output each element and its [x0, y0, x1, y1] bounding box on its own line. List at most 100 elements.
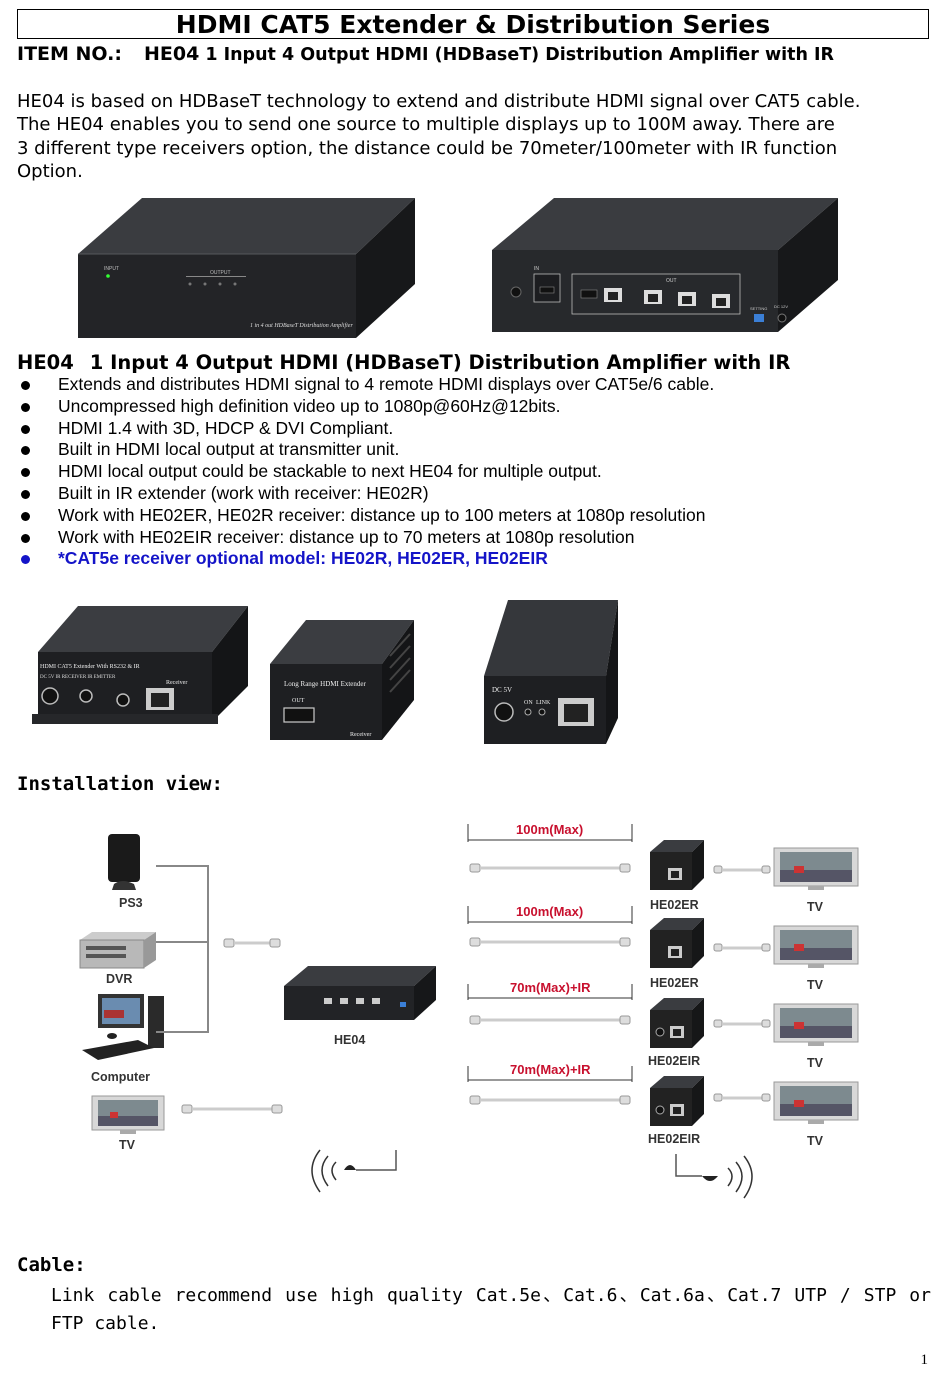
he04-hub-icon: [284, 966, 436, 1020]
distance-label-3: 70m(Max)+IR: [510, 980, 591, 995]
receiver-2-text: Long Range HDMI Extender: [284, 680, 367, 688]
distance-row-1-graphic: [467, 824, 633, 873]
bullet-icon: [21, 555, 30, 565]
receiver-image-1: HDMI CAT5 Extender With RS232 & IR DC 5V…: [32, 606, 248, 724]
out-label: OUT: [666, 278, 677, 284]
receiver-he02eir-icon: [650, 998, 704, 1048]
list-item: Built in IR extender (work with receiver…: [17, 483, 714, 505]
source-tv-icon: [91, 1095, 165, 1134]
distance-label-1: 100m(Max): [516, 822, 584, 837]
source-label-tv: TV: [119, 1138, 135, 1152]
cable-text: Link cable recommend use high quality Ca…: [51, 1285, 931, 1334]
receiver-1-ports: DC 5V IR RECEIVER IR EMITTER: [40, 675, 116, 680]
receiver-3-link: LINK: [536, 700, 551, 706]
receiver-label-4: HE02EIR: [648, 1132, 701, 1146]
item-code: HE04: [143, 43, 200, 65]
tv-link-cables: [713, 865, 771, 1102]
receiver-label-1: HE02ER: [650, 898, 699, 912]
front-caption: 1 in 4 out HDBaseT Distribution Amplifie…: [250, 322, 353, 329]
in-label: IN: [534, 266, 539, 272]
display-tv-icon: [773, 925, 859, 968]
distance-row-1: 100m(Max): [466, 822, 634, 882]
intro-line: Option.: [17, 161, 83, 183]
receiver-image-2: Long Range HDMI Extender OUT Receiver: [270, 620, 414, 740]
display-label-3: TV: [807, 1056, 823, 1070]
source-label-dvr: DVR: [106, 972, 133, 986]
receiver-label-3: HE02EIR: [648, 1054, 701, 1068]
list-item: HDMI 1.4 with 3D, HDCP & DVI Compliant.: [17, 418, 714, 440]
display-label-4: TV: [807, 1134, 823, 1148]
receiver-2-name: Receiver: [350, 732, 371, 738]
input-cable: [223, 938, 281, 948]
receiver-image-3: DC 5V ON LINK: [484, 600, 618, 744]
list-item: HDMI local output could be stackable to …: [17, 461, 714, 483]
ir-receiver-icon: [675, 1154, 753, 1199]
tv-cable: [181, 1104, 283, 1114]
features-heading-code: HE04: [17, 351, 74, 374]
ps3-icon: [108, 834, 140, 890]
bullet-icon: [21, 533, 30, 543]
receiver-he02er-icon: [650, 840, 704, 890]
distance-row-4-graphic: [467, 1066, 633, 1105]
receiver-1-name: Receiver: [166, 680, 187, 686]
output-label: OUTPUT: [210, 270, 231, 276]
features-heading: HE04 1 Input 4 Output HDMI (HDBaseT) Dist…: [17, 351, 790, 374]
item-number-label: ITEM NO.:: [17, 43, 122, 65]
bullet-icon: [21, 511, 30, 521]
input-label: INPUT: [104, 266, 119, 272]
display-tv-icon: [773, 1003, 859, 1046]
display-label-2: TV: [807, 978, 823, 992]
page-number: 1: [920, 1352, 929, 1368]
list-item: Work with HE02EIR receiver: distance up …: [17, 527, 714, 549]
source-label-ps3: PS3: [119, 896, 143, 910]
receiver-he02er-icon: [650, 918, 704, 968]
he04-front-image: INPUT OUTPUT 1 in 4 out HDBaseT Distribu…: [78, 198, 415, 338]
distance-row-4: 70m(Max)+IR: [466, 1062, 634, 1114]
bullet-icon: [21, 446, 30, 456]
intro-line: HE04 is based on HDBaseT technology to e…: [17, 91, 861, 112]
receiver-2-port: OUT: [292, 698, 305, 704]
list-item-optional-models: *CAT5e receiver optional model: HE02R, H…: [17, 548, 714, 570]
ir-emitter-icon: [311, 1149, 397, 1193]
source-bracket: [156, 865, 209, 1033]
setting-label: SETTING: [750, 306, 767, 311]
receiver-he02eir-icon: [650, 1076, 704, 1126]
list-item: Extends and distributes HDMI signal to 4…: [17, 374, 714, 396]
distance-row-2-graphic: [467, 906, 633, 947]
distance-row-2: 100m(Max): [466, 904, 634, 964]
receiver-1-text: HDMI CAT5 Extender With RS232 & IR: [40, 664, 140, 670]
list-item: Work with HE02ER, HE02R receiver: distan…: [17, 505, 714, 527]
distance-label-4: 70m(Max)+IR: [510, 1062, 591, 1077]
bullet-icon: [21, 381, 30, 390]
item-description: 1 Input 4 Output HDMI (HDBaseT) Distribu…: [205, 45, 835, 65]
bullet-icon: [21, 489, 30, 499]
distance-row-3: 70m(Max)+IR: [466, 980, 634, 1030]
bullet-icon: [21, 402, 30, 412]
display-label-1: TV: [807, 900, 823, 914]
list-item: Uncompressed high definition video up to…: [17, 396, 714, 418]
dc-label: DC 12V: [774, 304, 788, 309]
receiver-label-2: HE02ER: [650, 976, 699, 990]
bullet-icon: [21, 424, 30, 434]
cable-heading: Cable:: [17, 1254, 86, 1276]
installation-heading: Installation view:: [17, 773, 223, 795]
bullet-icon: [21, 468, 30, 478]
dvr-icon: [79, 932, 156, 969]
receiver-3-dc: DC 5V: [492, 686, 512, 694]
page-title: HDMI CAT5 Extender & Distribution Series: [17, 9, 929, 39]
he04-rear-image: IN OUT SETTING DC 12V: [492, 198, 838, 332]
intro-paragraph: HE04 is based on HDBaseT technology to e…: [17, 90, 932, 184]
display-tv-icon: [773, 1081, 859, 1124]
features-list: Extends and distributes HDMI signal to 4…: [17, 374, 714, 570]
features-heading-text: 1 Input 4 Output HDMI (HDBaseT) Distribu…: [89, 351, 791, 374]
receiver-3-on: ON: [524, 700, 533, 706]
hub-label: HE04: [334, 1033, 366, 1047]
distance-row-3-graphic: [467, 984, 633, 1025]
intro-line: The HE04 enables you to send one source …: [17, 114, 835, 136]
computer-icon: [82, 994, 164, 1060]
source-label-computer: Computer: [91, 1070, 151, 1084]
list-item: Built in HDMI local output at transmitte…: [17, 439, 714, 461]
intro-line: 3 different type receivers option, the d…: [17, 137, 838, 159]
distance-label-2: 100m(Max): [516, 904, 584, 919]
